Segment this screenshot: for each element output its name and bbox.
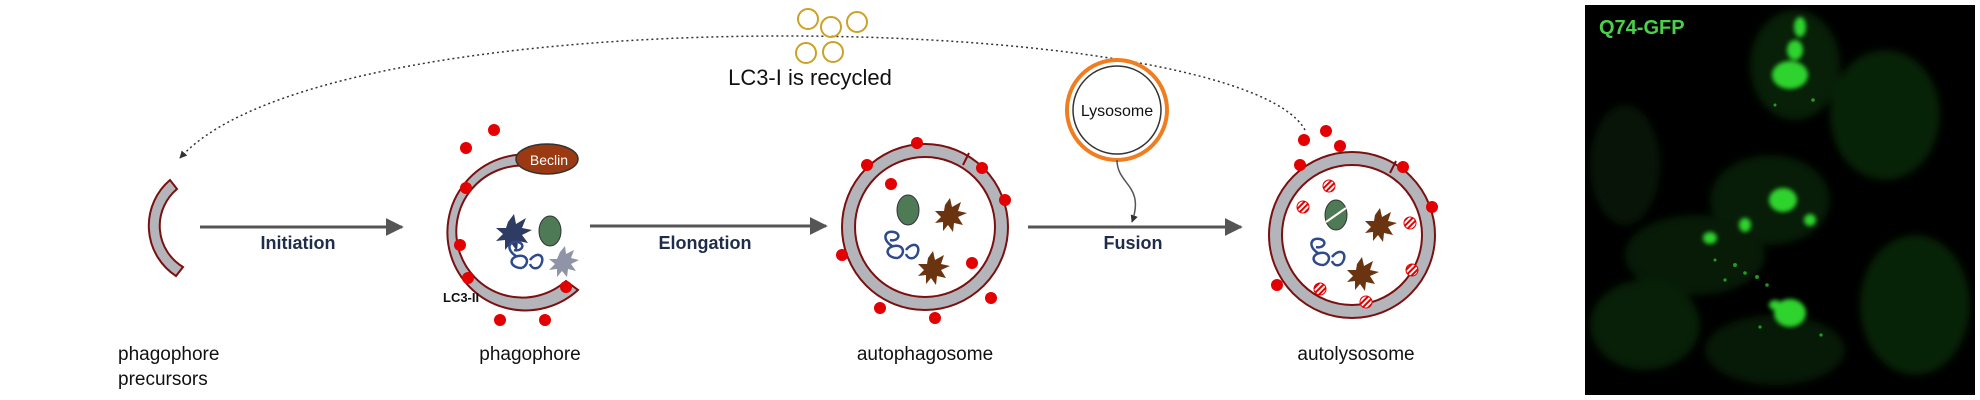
lc3-label: LC3-II	[443, 290, 479, 305]
lc3-dots	[1271, 125, 1438, 291]
recycled-lc3-rings	[795, 8, 868, 64]
micrograph-label: Q74-GFP	[1599, 17, 1685, 39]
protein-aggregate	[918, 251, 950, 285]
lc3-dots	[836, 137, 1011, 324]
phagophore-label: phagophore	[479, 344, 580, 365]
beclin-protein	[515, 143, 579, 175]
recycle-arrow	[179, 35, 1306, 159]
autolysosome-label: autolysosome	[1297, 344, 1414, 365]
fusion-label: Fusion	[1104, 233, 1163, 253]
protein-aggregate	[935, 198, 967, 232]
protein-aggregate-grey	[549, 246, 579, 277]
protein-aggregate	[1347, 257, 1379, 291]
lysosome-pointer	[1116, 159, 1138, 223]
elongation-label: Elongation	[659, 233, 752, 253]
precursors-label-line2: precursors	[118, 369, 208, 390]
fluorescence-micrograph: Q74-GFP	[1585, 5, 1975, 395]
misfolded-protein	[508, 240, 544, 270]
protein-aggregate	[1365, 208, 1397, 242]
autolysosome	[1268, 125, 1438, 319]
misfolded-protein	[1310, 237, 1346, 267]
recycle-label: LC3-I is recycled	[728, 65, 892, 90]
striped-lc3-dots	[1296, 179, 1419, 309]
initiation-label: Initiation	[261, 233, 336, 253]
mitochondrion	[538, 215, 562, 247]
phagophore: Beclin LC3-II	[443, 124, 580, 326]
protein-aggregate	[496, 214, 532, 251]
misfolded-protein	[884, 230, 920, 260]
lc3-dots	[454, 124, 572, 326]
beclin-label: Beclin	[530, 152, 568, 168]
phagophore-precursor	[147, 178, 185, 278]
lysosome: Lysosome	[1065, 58, 1169, 223]
precursors-label-line1: phagophore	[118, 344, 219, 365]
autophagosome	[836, 137, 1011, 324]
lysosome-label: Lysosome	[1081, 103, 1153, 120]
mitochondrion	[896, 194, 920, 226]
autophagosome-label: autophagosome	[857, 344, 993, 365]
micrograph-image	[1585, 5, 1975, 395]
